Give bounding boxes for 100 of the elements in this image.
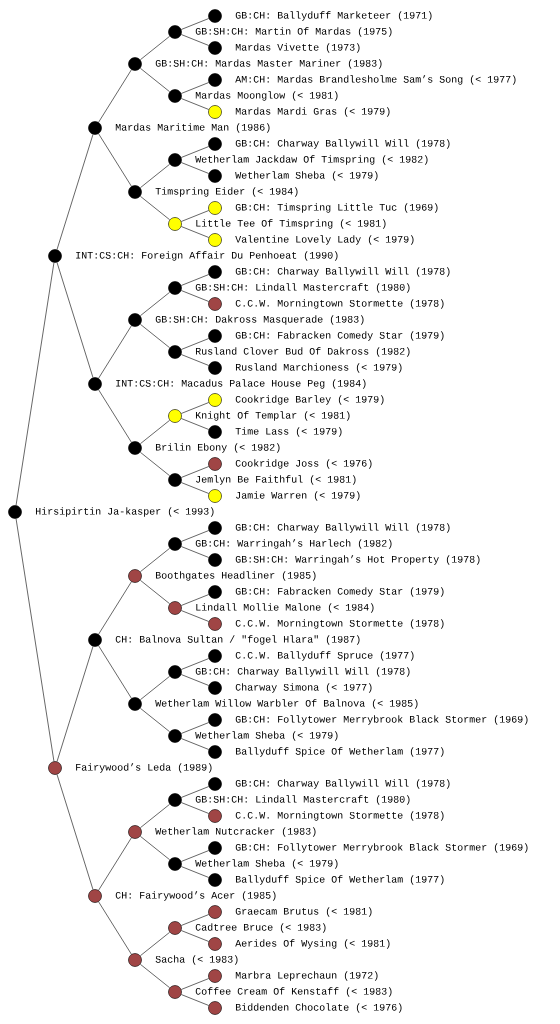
connector-line [181,978,209,990]
dog-name: GB:CH: Charway Ballywill Will (1978) [235,267,450,277]
connector-line [140,35,170,61]
dog-name: GB:CH: Charway Ballywill Will (1978) [235,779,450,789]
dog-name: Mardas Moonglow (< 1981) [195,91,338,101]
dog-name: Graecam Brutus (< 1981) [235,907,372,917]
connector-line [140,803,170,829]
connector-line [181,226,209,238]
dog-name: Fairywood’s Leda (1989) [76,763,212,773]
connector-line [181,802,209,814]
connector-line [98,837,132,891]
connector-line [98,325,132,379]
connector-line [181,418,209,430]
connector-line [15,262,55,506]
dog-name: Little Tee Of Timspring (< 1981) [196,219,386,229]
connector-line [181,658,209,670]
connector-line [181,338,209,350]
connector-line [56,774,94,890]
dog-name: Aerides Of Wysing (< 1981) [235,939,390,949]
connector-line [181,738,209,750]
connector-line [181,18,209,30]
dog-name: GB:CH: Timspring Little Tuc (1969) [235,203,438,213]
connector-line [181,610,209,622]
dog-name: Knight Of Templar (< 1981) [196,411,350,421]
connector-line [140,323,170,349]
dog-name: GB:CH: Charway Ballywill Will (1978) [235,139,450,149]
dog-name: C.C.W. Morningtown Stormette (1978) [235,811,444,821]
dog-name: Ballyduff Spice Of Wetherlam (1977) [236,747,444,757]
connector-line [181,546,209,558]
connector-line [181,146,209,158]
dog-name: Wetherlam Nutcracker (1983) [155,827,316,837]
dog-name: Cookridge Joss (< 1976) [235,459,372,469]
dog-name: Marbra Leprechaun (1972) [235,971,378,981]
dog-name: GB:CH: Follytower Merrybrook Black Stormer (1969) [235,715,528,725]
connector-line [181,162,209,174]
dog-name: Time Lass (< 1979) [235,427,342,437]
dog-name: Cookridge Barley (< 1979) [235,395,384,405]
dog-name: Boothgates Headliner (1985) [156,571,316,581]
dog-name: GB:SH:CH: Mardas Master Mariner (1983) [155,59,382,69]
dog-name: Wetherlam Jackdaw Of Timspring (< 1982) [195,155,428,165]
connector-line [56,646,94,762]
connector-line [140,451,170,477]
dog-name: AM:CH: Mardas Brandlesholme Sam’s Song (< 1977) [235,75,516,85]
dog-name: GB:CH: Warringah’s Harlech (1982) [195,539,392,549]
connector-line [181,530,209,542]
connector-line [181,786,209,798]
dog-name: CH: Fairywood’s Acer (1985) [115,891,276,901]
dog-name: Rusland Marchioness (< 1979) [236,363,402,373]
connector-line [181,354,209,366]
connector-line [140,195,170,221]
dog-name: Mardas Maritime Man (1986) [115,123,270,133]
connector-line [181,210,209,222]
dog-name: Valentine Lovely Lady (< 1979) [235,235,414,245]
dog-name: GB:SH:CH: Lindall Mastercraft (1980) [195,283,410,293]
connector-line [181,34,209,46]
dog-name: INT:CS:CH: Macadus Palace House Peg (1984) [116,379,366,389]
connector-line [98,901,132,955]
connector-line [181,994,209,1006]
dog-name: Wetherlam Sheba (< 1979) [195,731,338,741]
dog-name: Sacha (< 1983) [155,955,238,965]
dog-name: GB:CH: Charway Ballywill Will (1978) [195,667,410,677]
connector-line [140,419,170,445]
dog-name: GB:CH: Ballyduff Marketeer (1971) [235,11,432,21]
dog-name: GB:SH:CH: Lindall Mastercraft (1980) [195,795,410,805]
connector-line [181,850,209,862]
connector-line [56,134,94,250]
connector-line [98,581,132,635]
dog-name: GB:CH: Follytower Merrybrook Black Stormer (1969) [235,843,528,853]
connector-line [140,579,170,605]
connector-line [140,963,170,989]
connector-line [98,133,132,187]
dog-name: Wetherlam Sheba (< 1979) [195,859,338,869]
dog-name: Brilin Ebony (< 1982) [156,443,280,453]
dog-name: GB:SH:CH: Dakross Masquerade (1983) [155,315,364,325]
dog-name: Biddenden Chocolate (< 1976) [236,1003,402,1013]
connector-line [140,675,170,701]
connector-line [98,69,132,123]
dog-name: GB:CH: Fabracken Comedy Star (1979) [235,331,444,341]
dog-name: Mardas Mardi Gras (< 1979) [235,107,390,117]
connector-line [140,835,170,861]
dog-name: GB:SH:CH: Martin Of Mardas (1975) [195,27,392,37]
dog-name: CH: Balnova Sultan / "fogel Hlara" (1987) [115,635,360,645]
dog-name: C.C.W. Morningtown Stormette (1978) [235,619,444,629]
connector-line [181,466,209,478]
dog-name: C.C.W. Ballyduff Spruce (1977) [235,651,414,661]
dog-name: Jemlyn Be Faithful (< 1981) [196,475,356,485]
connector-line [140,707,170,733]
connector-line [140,931,170,957]
dog-name: Wetherlam Sheba (< 1979) [235,171,378,181]
dog-name: Wetherlam Willow Warbler Of Balnova (< 1985) [155,699,418,709]
dog-name: Ballyduff Spice Of Wetherlam (1977) [236,875,444,885]
dog-name: Mardas Vivette (1973) [235,43,360,53]
connector-line [181,722,209,734]
connector-line [140,67,170,93]
dog-name: Lindall Mollie Malone (< 1984) [196,603,374,613]
dog-name: Rusland Clover Bud Of Dakross (1982) [196,347,410,357]
connector-line [181,274,209,286]
dog-name: GB:CH: Fabracken Comedy Star (1979) [235,587,444,597]
connector-line [56,262,94,378]
connector-line [181,914,209,926]
